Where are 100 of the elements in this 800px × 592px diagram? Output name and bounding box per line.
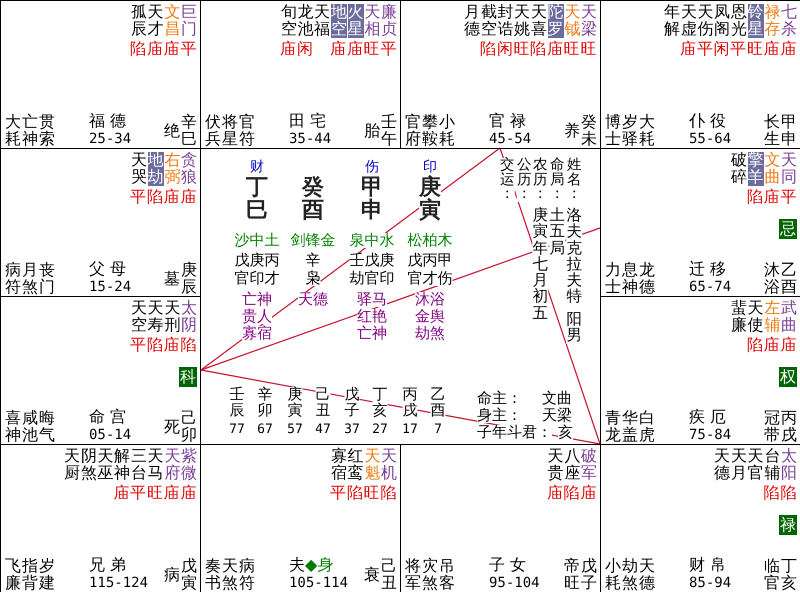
age-range: 65-74 — [689, 280, 732, 294]
star-name: 解神 — [114, 448, 130, 482]
star-name: 天才 — [148, 4, 164, 38]
star-name: 禄存 — [764, 4, 780, 38]
minor-star-name: 喜神 — [5, 410, 21, 444]
stem-branch: 辛巳 — [181, 114, 197, 148]
star-name: 天魁 — [364, 448, 380, 482]
star-name: 凤阁 — [714, 4, 730, 38]
shensha-label: 驿马 — [357, 292, 387, 307]
minor-star-name: 病符 — [239, 558, 255, 592]
transform-badge: 科 — [179, 367, 197, 387]
ten-god-label: 劫官印 — [350, 271, 394, 286]
palace-name: 福 德 — [89, 111, 126, 130]
palace-name: 迁 移 — [689, 259, 726, 278]
star-name: 七杀 — [781, 4, 797, 38]
star-name: 天伤 — [698, 4, 714, 38]
age-range: 85-94 — [689, 576, 732, 590]
stem-branch: 壬午 — [381, 114, 397, 148]
brightness-label: 庙庙旺平 — [330, 41, 397, 57]
minor-star-name: 大耗 — [639, 114, 655, 148]
star-name: 地劫 — [148, 152, 164, 186]
brightness-label: 陷庙庙 — [746, 337, 797, 353]
age-range: 35-44 — [289, 132, 332, 146]
star-name: 擎羊 — [748, 152, 764, 186]
minor-star-name: 亡神 — [22, 114, 38, 148]
star-name: 右弼 — [164, 152, 180, 186]
palace-name: 田 宅 — [289, 111, 326, 130]
palace-name: 父 母 — [89, 259, 126, 278]
minor-star-name: 官府 — [405, 114, 421, 148]
life-stage: 帝旺 — [564, 558, 580, 592]
stem-branch: 甲申 — [781, 114, 797, 148]
transform-badge: 忌 — [779, 219, 797, 239]
star-name: 地空 — [330, 4, 347, 38]
luck-age: 7 — [434, 423, 442, 436]
palace-name: 仆 役 — [689, 111, 726, 130]
star-name: 天府 — [164, 448, 180, 482]
star-name: 天哭 — [130, 152, 147, 186]
ruler-label: 文曲 — [542, 391, 572, 406]
stem-branch: 癸未 — [581, 114, 597, 148]
star-name: 恩光 — [730, 4, 747, 38]
minor-star-name: 小耗 — [439, 114, 455, 148]
star-name: 破碎 — [730, 152, 747, 186]
stem-branch: 己丑 — [381, 558, 397, 592]
life-stage: 临官 — [764, 558, 780, 592]
info-heading: 公历： — [516, 158, 532, 202]
star-name: 天使 — [748, 300, 764, 334]
age-range: 05-14 — [89, 428, 132, 442]
age-range: 115-124 — [89, 576, 148, 590]
minor-star-name: 华盖 — [622, 410, 638, 444]
star-name: 天梁 — [581, 4, 597, 38]
life-stage: 绝 — [164, 123, 180, 140]
hidden-stems: 戊丙甲 — [408, 253, 452, 268]
brightness-label: 庙平闲平旺庙庙 — [680, 41, 797, 57]
ten-god-label: 伤 — [365, 160, 379, 174]
nayin-label: 沙中土 — [234, 233, 280, 248]
pillar-stem-branch: 庚寅 — [419, 176, 441, 222]
minor-star-name: 指背 — [22, 558, 38, 592]
palace-name: 命 宫 — [89, 407, 126, 426]
life-stage: 墓 — [164, 271, 180, 288]
star-name: 天德 — [714, 448, 730, 482]
life-stage: 沐浴 — [764, 262, 780, 296]
body-palace-mark: ◆身 — [305, 555, 334, 574]
star-name: 文昌 — [164, 4, 180, 38]
age-range: 95-104 — [489, 576, 540, 590]
luck-age: 37 — [344, 423, 360, 436]
star-name: 贪狼 — [181, 152, 197, 186]
age-range: 55-64 — [689, 132, 732, 146]
minor-star-name: 大耗 — [5, 114, 21, 148]
star-name: 天同 — [781, 152, 797, 186]
shensha-label: 亡神 — [242, 292, 272, 307]
ten-god-label: 官才伤 — [408, 271, 452, 286]
star-name: 天厨 — [64, 448, 80, 482]
star-name: 太阴 — [181, 300, 197, 334]
minor-star-name: 力士 — [605, 262, 621, 296]
minor-star-name: 将军 — [405, 558, 421, 592]
brightness-label: 陷闲旺陷庙旺旺 — [480, 41, 597, 57]
minor-star-name: 吊客 — [439, 558, 455, 592]
life-stage: 死 — [164, 419, 180, 436]
star-name: 天虚 — [680, 4, 697, 38]
shensha-label: 沐浴 — [415, 292, 445, 307]
brightness-label: 平陷旺陷 — [330, 485, 397, 501]
shensha-label: 亡神 — [357, 326, 387, 341]
stem-branch: 戊子 — [581, 558, 597, 592]
ten-god-label: 印 — [423, 160, 437, 174]
star-name: 天贵 — [548, 448, 564, 482]
stem-branch: 庚辰 — [181, 262, 197, 296]
minor-star-name: 攀鞍 — [422, 114, 438, 148]
star-name: 铃星 — [748, 4, 764, 38]
minor-star-name: 岁驿 — [622, 114, 638, 148]
star-name: 天寿 — [148, 300, 164, 334]
luck-age: 77 — [229, 423, 245, 436]
brightness-label: 平陷庙陷 — [130, 337, 197, 353]
palace-name: 财 帛 — [689, 555, 726, 574]
info-value: 土五局 — [549, 207, 565, 256]
age-range: 75-84 — [689, 428, 732, 442]
pillar-stem-branch: 甲申 — [361, 176, 383, 222]
hidden-stems: 辛 — [306, 253, 320, 268]
minor-star-name: 白虎 — [639, 410, 655, 444]
hidden-stems: 壬戊庚 — [350, 253, 394, 268]
minor-star-name: 月煞 — [22, 262, 38, 296]
